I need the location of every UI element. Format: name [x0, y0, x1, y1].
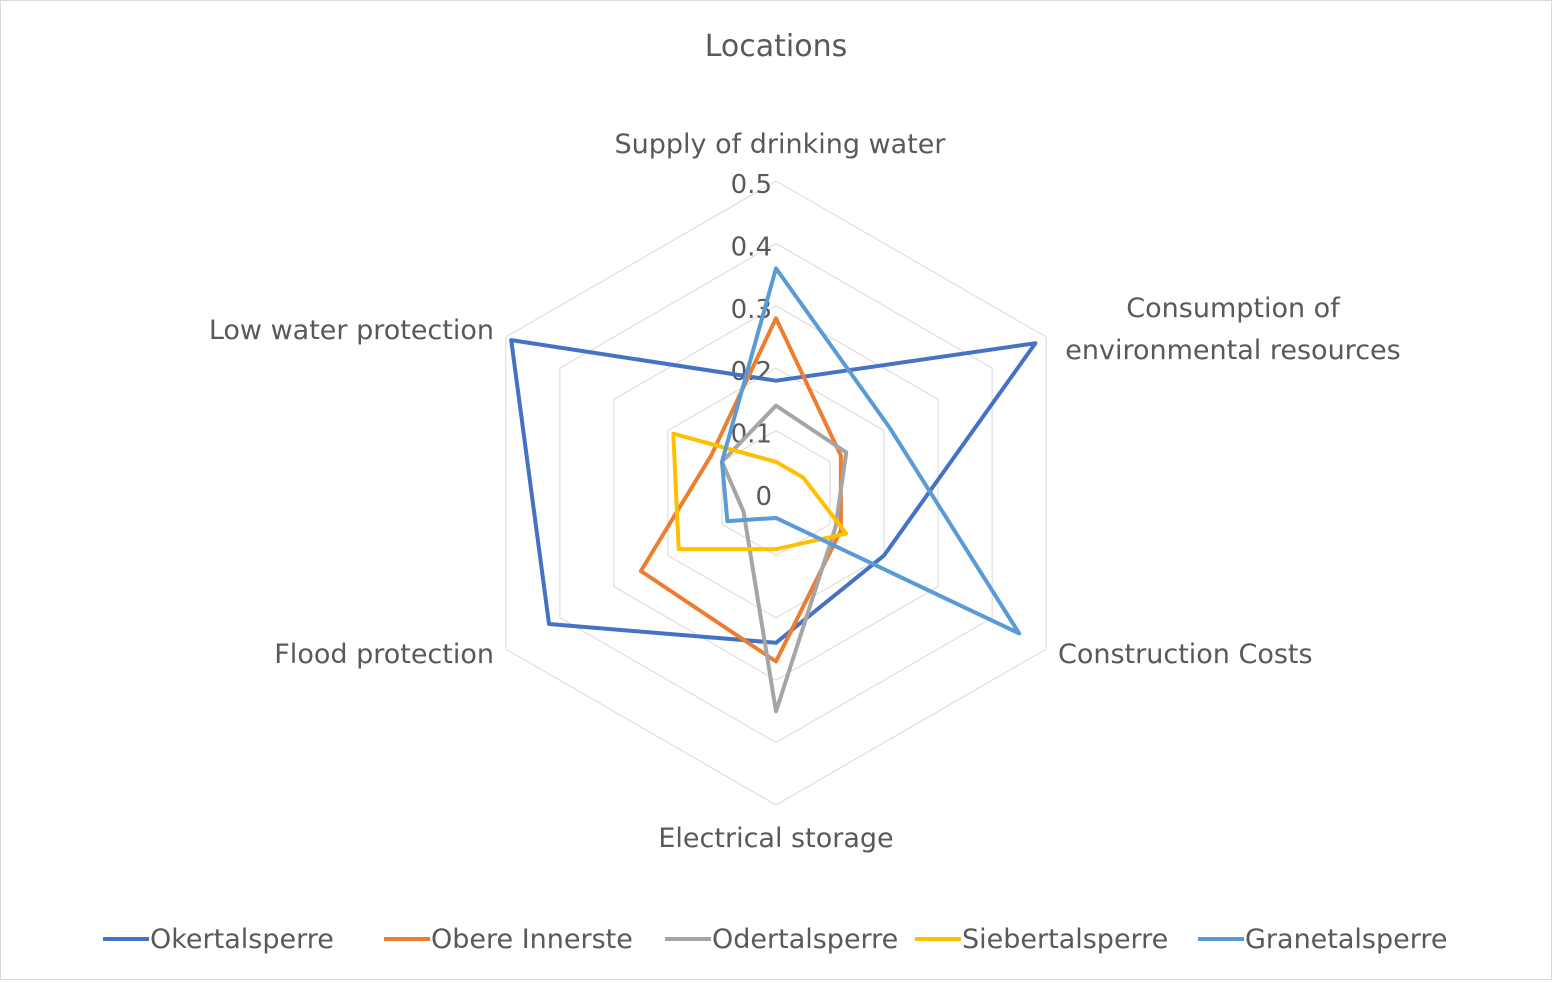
- legend-item[interactable]: Odertalsperre: [665, 924, 898, 955]
- grid: [505, 180, 1047, 806]
- tick-label: 0.5: [731, 170, 772, 200]
- grid-ring: [559, 242, 993, 744]
- tick-label: 0.4: [731, 232, 772, 262]
- legend-item[interactable]: Okertalsperre: [103, 924, 334, 955]
- axis-label: Construction Costs: [1058, 639, 1313, 670]
- legend-item[interactable]: Siebertalsperre: [915, 924, 1168, 955]
- axis-label: Low water protection: [209, 315, 494, 346]
- series-line-okertalsperre: [509, 338, 1038, 645]
- legend-label: Obere Innerste: [431, 924, 633, 955]
- series-group: [509, 266, 1038, 714]
- axis-label: Supply of drinking water: [615, 129, 947, 160]
- grid-ring: [505, 180, 1047, 806]
- chart-title: Locations: [705, 29, 848, 64]
- legend-item[interactable]: Granetalsperre: [1198, 924, 1448, 955]
- series-line-granetalsperre: [719, 266, 1022, 636]
- series-line-obere-innerste: [638, 316, 843, 664]
- legend-label: Okertalsperre: [150, 924, 334, 955]
- series-line-siebertalsperre: [671, 431, 849, 552]
- legend-label: Granetalsperre: [1245, 924, 1448, 955]
- legend-label: Siebertalsperre: [962, 924, 1168, 955]
- legend-item[interactable]: Obere Innerste: [384, 924, 633, 955]
- legend-label: Odertalsperre: [712, 924, 898, 955]
- axis-label: Flood protection: [274, 639, 494, 670]
- axis-label: Electrical storage: [658, 823, 893, 854]
- grid-ring: [667, 367, 885, 619]
- tick-label: 0: [755, 482, 772, 512]
- legend: Okertalsperre Obere Innerste Odertalsperre…: [103, 924, 1448, 955]
- grid-ring: [613, 305, 939, 681]
